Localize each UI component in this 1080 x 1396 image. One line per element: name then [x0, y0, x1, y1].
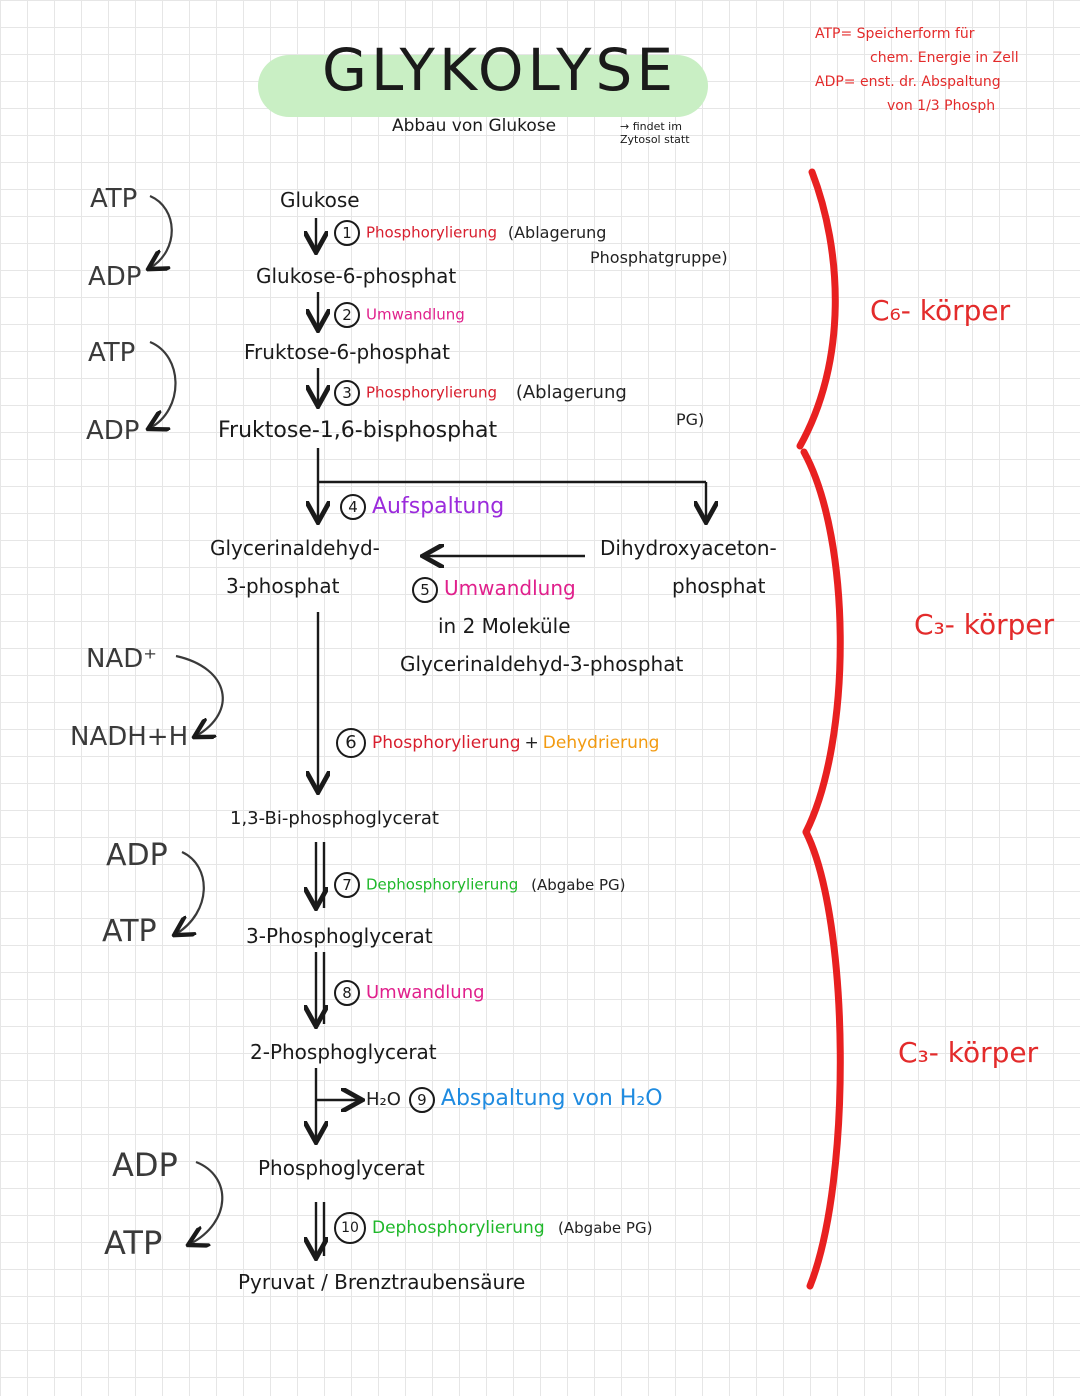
step-number: 2	[334, 302, 360, 328]
cofactor-adp-in: ADP	[112, 1146, 178, 1184]
molecule-phosphoglycerat: Phosphoglycerat	[258, 1156, 425, 1180]
molecule-glycerinaldehyd-3-phosphat: Glycerinaldehyd-3-phosphat	[400, 652, 684, 676]
step-label: Aufspaltung	[372, 494, 505, 519]
in-two-molecules-label: in 2 Moleküle	[438, 614, 571, 638]
step-3: 3 Phosphorylierung (Ablagerung	[334, 380, 627, 406]
step-label: Dephosphorylierung	[372, 1218, 545, 1238]
cofactor-arrow-3	[175, 654, 224, 736]
brace-c3-upper	[800, 448, 844, 836]
molecule-2-phosphoglycerat: 2-Phosphoglycerat	[250, 1040, 437, 1064]
label-c3-koerper: C₃- körper	[898, 1036, 1039, 1069]
label-c6-koerper: C₆- körper	[870, 294, 1011, 327]
step-label: Phosphorylierung	[372, 733, 521, 753]
cofactor-nadh-out: NADH+H	[70, 722, 189, 752]
molecule-glycerinaldehyd-line1: Glycerinaldehyd-	[210, 536, 380, 560]
molecule-glycerinaldehyd-line2: 3-phosphat	[226, 574, 340, 598]
molecule-glukose: Glukose	[280, 188, 360, 212]
step-8: 8 Umwandlung	[334, 980, 485, 1006]
step-label: Umwandlung	[366, 305, 465, 324]
page-subtitle: Abbau von Glukose	[392, 116, 557, 136]
note-line: ATP= Speicherform für	[815, 26, 975, 42]
molecule-1-3-bisphosphoglycerat: 1,3-Bi-phosphoglycerat	[230, 808, 439, 829]
subtitle-note: → findet im Zytosol statt	[620, 120, 690, 146]
step-6: 6 Phosphorylierung+Dehydrierung	[336, 728, 659, 758]
step-h2o: H₂O	[366, 1089, 401, 1110]
step-label: Dephosphorylierung	[366, 875, 519, 894]
brace-c3-lower	[802, 828, 844, 1290]
brace-c6	[796, 168, 839, 450]
note-line: chem. Energie in Zell	[870, 50, 1019, 66]
molecule-glukose-6-phosphat: Glukose-6-phosphat	[256, 264, 457, 288]
step-number: 4	[340, 494, 366, 520]
note-line: ADP= enst. dr. Abspaltung	[815, 74, 1001, 90]
step-1: 1 Phosphorylierung (Ablagerung	[334, 220, 606, 246]
step-number: 9	[408, 1087, 435, 1113]
step-number: 10	[334, 1212, 366, 1244]
step-number: 3	[334, 380, 360, 406]
step-note: (Abgabe PG)	[531, 875, 626, 894]
step-3-note-2: PG)	[676, 410, 705, 429]
step-number: 6	[336, 728, 366, 758]
step-number: 5	[412, 576, 438, 603]
cofactor-atp-out: ATP	[104, 1224, 163, 1262]
step-note: (Abgabe PG)	[558, 1219, 653, 1237]
note-block: ATP= Speicherform für chem. Energie in Z…	[815, 22, 1019, 118]
step-note: (Ablagerung	[507, 222, 607, 242]
cofactor-nad-in: NAD⁺	[86, 644, 157, 674]
cofactor-arrow-4	[176, 851, 205, 934]
page-title: GLYKOLYSE	[322, 36, 677, 104]
step-label: Phosphorylierung	[366, 223, 498, 242]
cofactor-atp-out: ATP	[102, 914, 157, 949]
step-label: Abspaltung von H₂O	[440, 1086, 663, 1111]
step-label: Dehydrierung	[542, 733, 660, 753]
step-number: 7	[334, 872, 360, 898]
step-label: Phosphorylierung	[366, 383, 498, 402]
cofactor-atp-in: ATP	[88, 338, 136, 368]
step-label: Umwandlung	[366, 982, 485, 1003]
step-note: (Ablagerung	[515, 381, 627, 403]
label-c3-koerper: C₃- körper	[914, 608, 1055, 641]
molecule-fruktose-6-phosphat: Fruktose-6-phosphat	[244, 340, 450, 364]
step-number: 8	[334, 980, 360, 1006]
step-number: 1	[334, 220, 360, 246]
molecule-fruktose-1-6-bisphosphat: Fruktose-1,6-bisphosphat	[218, 418, 498, 443]
cofactor-arrow-2	[150, 340, 177, 428]
molecule-dihydroxyaceton-line2: phosphat	[672, 574, 766, 598]
step-plus: +	[524, 733, 539, 753]
cofactor-adp-out: ADP	[86, 416, 140, 446]
step-label: Umwandlung	[444, 576, 576, 600]
molecule-3-phosphoglycerat: 3-Phosphoglycerat	[246, 924, 433, 948]
title-highlight	[258, 55, 708, 117]
cofactor-adp-in: ADP	[106, 838, 168, 873]
cofactor-arrow-5	[190, 1160, 224, 1244]
note-line: von 1/3 Phosph	[887, 98, 996, 114]
step-10: 10 Dephosphorylierung (Abgabe PG)	[334, 1212, 652, 1244]
molecule-dihydroxyaceton-line1: Dihydroxyaceton-	[600, 536, 777, 560]
cofactor-arrow-1	[150, 194, 173, 268]
step-1-note-2: Phosphatgruppe)	[590, 248, 728, 267]
step-2: 2 Umwandlung	[334, 302, 465, 328]
molecule-pyruvat: Pyruvat / Brenztraubensäure	[238, 1270, 526, 1294]
cofactor-adp-out: ADP	[88, 262, 142, 292]
cofactor-atp-in: ATP	[90, 184, 138, 214]
step-7: 7 Dephosphorylierung (Abgabe PG)	[334, 872, 626, 898]
